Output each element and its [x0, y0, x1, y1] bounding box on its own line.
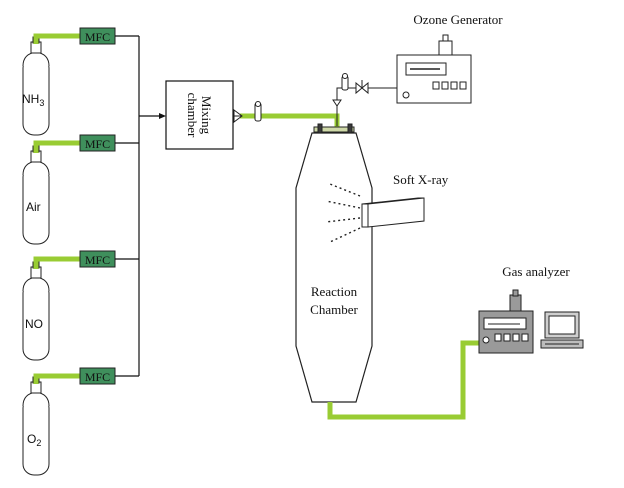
computer-icon [540, 311, 584, 349]
cylinder-o2 [22, 376, 50, 476]
mfc-label: MFC [85, 253, 110, 267]
cylinder-label-no: NO [25, 317, 43, 331]
ozone-valves [332, 73, 369, 107]
ozone-generator-label: Ozone Generator [413, 12, 503, 27]
svg-text:chamber: chamber [185, 93, 200, 138]
gas-line-to-analyzer [327, 340, 482, 420]
mfc-1: MFC [79, 27, 116, 45]
arrow-icon [159, 113, 166, 119]
reaction-chamber-label-line2: Chamber [310, 302, 358, 317]
mfc-label: MFC [85, 137, 110, 151]
reaction-chamber [295, 132, 373, 403]
mfc-label: MFC [85, 30, 110, 44]
mfc-3: MFC [79, 250, 116, 268]
cylinder-label-nh3: NH3 [22, 92, 44, 108]
cylinder-air [22, 145, 50, 245]
cylinder-nh3 [22, 36, 50, 136]
manifold-lines [115, 35, 163, 377]
reaction-chamber-label-line1: Reaction [311, 284, 358, 299]
cylinder-label-o2: O2 [27, 432, 41, 448]
mfc-label: MFC [85, 370, 110, 384]
svg-text:Mixing: Mixing [199, 96, 214, 135]
mixing-chamber-box [165, 80, 234, 150]
cylinder-label-air: Air [26, 200, 41, 214]
valve-icon [233, 101, 262, 123]
soft-xray-label: Soft X-ray [393, 172, 449, 187]
cylinder-no [22, 261, 50, 361]
gas-analyzer-label: Gas analyzer [502, 264, 570, 279]
gas-analyzer [478, 289, 534, 354]
soft-xray-source [361, 197, 425, 228]
ozone-line [336, 87, 397, 126]
mfc-2: MFC [79, 134, 116, 152]
mfc-4: MFC [79, 367, 116, 385]
ozone-generator [396, 34, 472, 104]
xray-beam [325, 183, 361, 243]
gas-lines-cylinders [33, 33, 82, 384]
mixing-chamber-label: Mixing chamber [185, 93, 214, 138]
